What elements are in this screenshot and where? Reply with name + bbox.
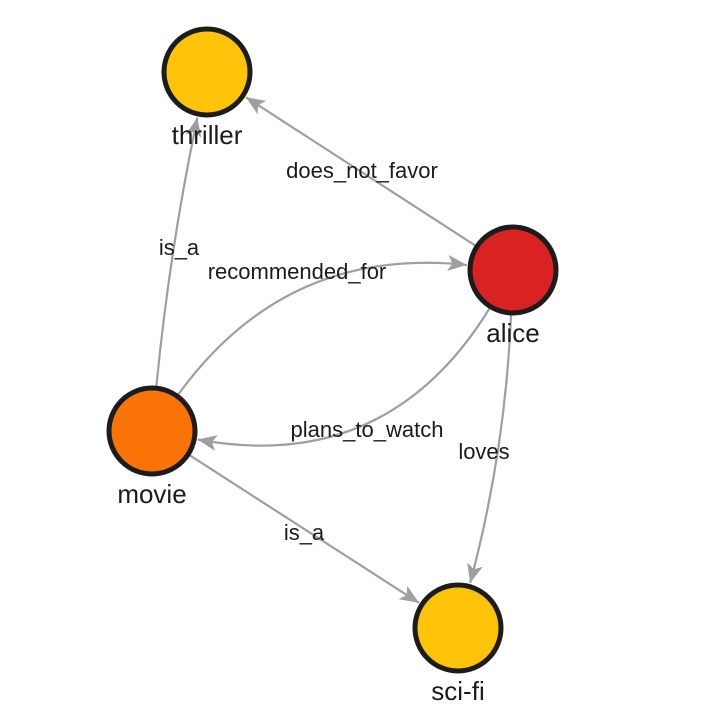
edge-label-alice-thriller: does_not_favor <box>286 158 438 183</box>
edge-alice-sci-fi[interactable] <box>467 313 513 584</box>
edge-movie-thriller[interactable] <box>155 117 202 388</box>
edge-label-alice-movie: plans_to_watch <box>291 417 444 442</box>
edge-label-alice-sci-fi: loves <box>458 439 509 464</box>
edge-movie-sci-fi[interactable] <box>188 453 420 604</box>
edge-label-movie-thriller: is_a <box>159 235 200 260</box>
node-movie[interactable] <box>106 385 198 477</box>
edges-layer <box>155 96 513 604</box>
node-label-thriller: thriller <box>172 120 243 150</box>
node-thriller[interactable] <box>161 26 253 118</box>
edge-label-movie-alice: recommended_for <box>208 259 387 284</box>
node-sci-fi[interactable] <box>412 582 504 674</box>
edge-label-movie-sci-fi: is_a <box>284 520 325 545</box>
edge-alice-movie[interactable] <box>197 306 492 451</box>
node-label-alice: alice <box>486 318 539 348</box>
node-label-movie: movie <box>117 479 186 509</box>
labels-layer: does_not_favor is_a recommended_for plans_t… <box>117 120 539 706</box>
edge-movie-alice[interactable] <box>176 255 467 396</box>
nodes-layer <box>106 26 559 674</box>
node-alice[interactable] <box>467 224 559 316</box>
node-label-sci-fi: sci-fi <box>431 676 484 706</box>
edge-alice-thriller[interactable] <box>245 96 477 248</box>
